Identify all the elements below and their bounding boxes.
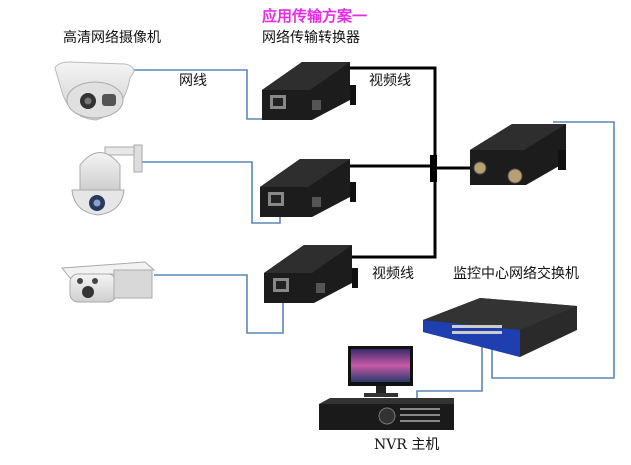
- cable-camera1: [134, 69, 281, 120]
- dome-camera: [54, 61, 135, 121]
- cable-junction: [430, 155, 437, 182]
- diagram-title: 应用传输方案一: [262, 7, 368, 25]
- cable-camera3: [154, 274, 284, 334]
- video-cable-label-2: 视频线: [372, 266, 414, 282]
- video-receiver: [470, 124, 566, 185]
- converter-2: [260, 159, 356, 217]
- video-cable-1: [350, 66, 437, 259]
- bullet-camera: [61, 261, 156, 303]
- network-cable-label: 网线: [179, 73, 207, 89]
- nvr-label: NVR 主机: [374, 437, 440, 453]
- converter-1: [262, 62, 356, 120]
- video-cables: [350, 66, 474, 259]
- cameras-label: 高清网络摄像机: [63, 30, 161, 46]
- nvr-recorder: [319, 398, 454, 430]
- network-switch: [423, 298, 577, 357]
- monitor: [348, 346, 413, 397]
- ptz-camera: [71, 144, 143, 216]
- converters-label: 网络传输转换器: [262, 30, 360, 46]
- video-cable-label-1: 视频线: [369, 73, 411, 89]
- converter-3: [264, 245, 358, 303]
- cable-camera2: [142, 161, 281, 224]
- cable-receiver-switch: [491, 121, 615, 379]
- cable-switch-nvr: [416, 343, 483, 398]
- switch-label: 监控中心网络交换机: [453, 266, 579, 282]
